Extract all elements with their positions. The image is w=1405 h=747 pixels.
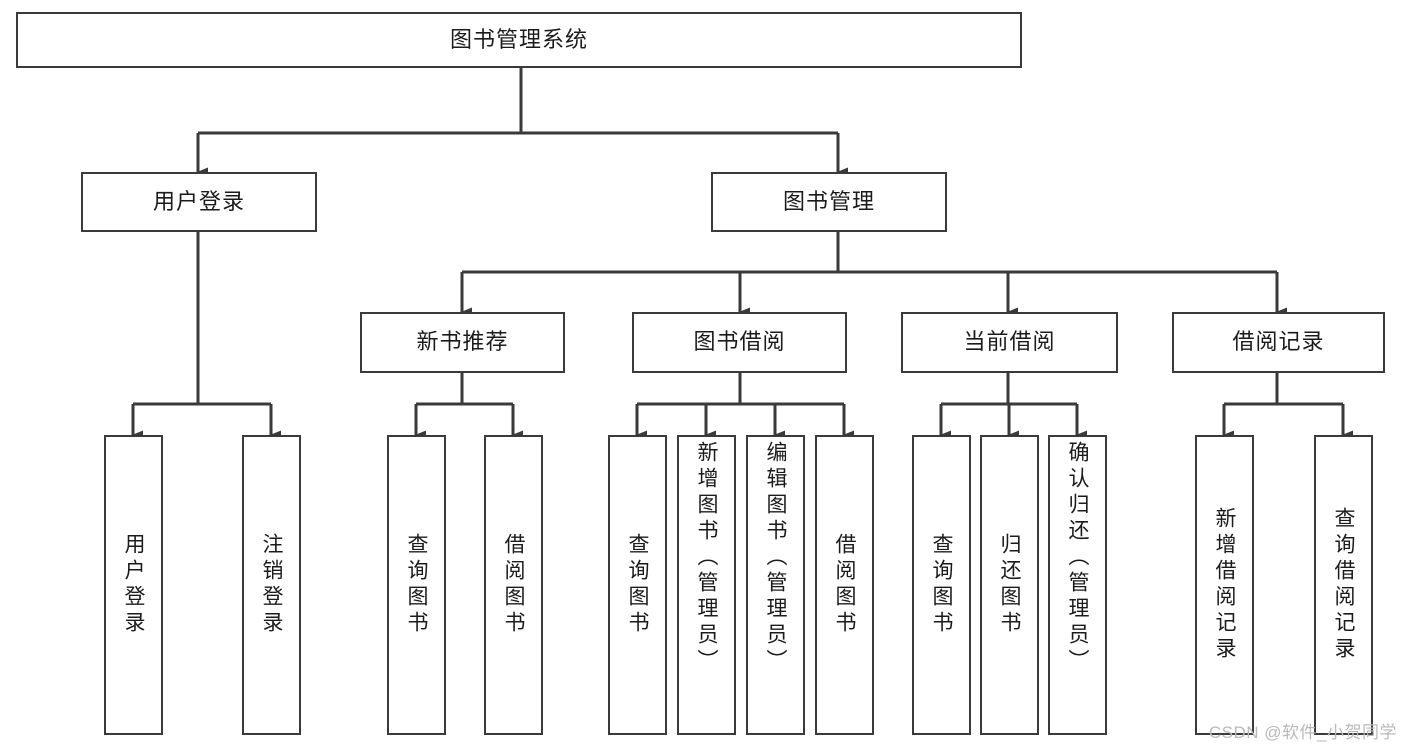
leaf-borrow-book-2-label: 借阅图书	[833, 533, 856, 637]
node-user-login-label: 用户登录	[152, 188, 245, 214]
leaf-confirm-return[interactable]: 确认归还（管理员）	[1048, 435, 1107, 735]
leaf-logout-login-label: 注销登录	[260, 533, 283, 637]
leaf-query-book-2[interactable]: 查询图书	[608, 435, 667, 735]
leaf-logout-login[interactable]: 注销登录	[242, 435, 301, 735]
leaf-query-book-1-label: 查询图书	[405, 533, 428, 637]
leaf-add-book-label: 新增图书（管理员）	[695, 441, 718, 675]
node-new-book-recommend-label: 新书推荐	[416, 329, 509, 355]
node-borrow-record[interactable]: 借阅记录	[1172, 312, 1385, 373]
leaf-add-book[interactable]: 新增图书（管理员）	[677, 435, 736, 735]
node-current-borrow-label: 当前借阅	[963, 329, 1056, 355]
leaf-edit-book-label: 编辑图书（管理员）	[764, 441, 787, 675]
leaf-query-book-1[interactable]: 查询图书	[387, 435, 446, 735]
node-book-borrow[interactable]: 图书借阅	[632, 312, 847, 373]
node-book-management-label: 图书管理	[782, 188, 875, 214]
leaf-user-login-label: 用户登录	[122, 533, 145, 637]
leaf-query-book-3-label: 查询图书	[930, 533, 953, 637]
node-root-system[interactable]: 图书管理系统	[16, 12, 1022, 68]
leaf-confirm-return-label: 确认归还（管理员）	[1066, 441, 1089, 675]
leaf-query-book-2-label: 查询图书	[626, 533, 649, 637]
leaf-return-book[interactable]: 归还图书	[980, 435, 1039, 735]
node-new-book-recommend[interactable]: 新书推荐	[360, 312, 565, 373]
leaf-borrow-book-1-label: 借阅图书	[502, 533, 525, 637]
leaf-return-book-label: 归还图书	[998, 533, 1021, 637]
leaf-edit-book[interactable]: 编辑图书（管理员）	[746, 435, 805, 735]
leaf-borrow-book-2[interactable]: 借阅图书	[815, 435, 874, 735]
node-current-borrow[interactable]: 当前借阅	[901, 312, 1118, 373]
node-borrow-record-label: 借阅记录	[1232, 329, 1325, 355]
node-book-management[interactable]: 图书管理	[711, 172, 947, 232]
leaf-add-record[interactable]: 新增借阅记录	[1195, 435, 1254, 735]
leaf-user-login[interactable]: 用户登录	[104, 435, 163, 735]
node-user-login[interactable]: 用户登录	[81, 172, 317, 232]
leaf-borrow-book-1[interactable]: 借阅图书	[484, 435, 543, 735]
node-book-borrow-label: 图书借阅	[693, 329, 786, 355]
watermark: CSDN @软件_小贺同学	[1208, 723, 1397, 742]
leaf-query-record[interactable]: 查询借阅记录	[1314, 435, 1373, 735]
leaf-query-book-3[interactable]: 查询图书	[912, 435, 971, 735]
leaf-query-record-label: 查询借阅记录	[1332, 507, 1355, 663]
leaf-add-record-label: 新增借阅记录	[1213, 507, 1236, 663]
node-root-system-label: 图书管理系统	[449, 26, 588, 52]
